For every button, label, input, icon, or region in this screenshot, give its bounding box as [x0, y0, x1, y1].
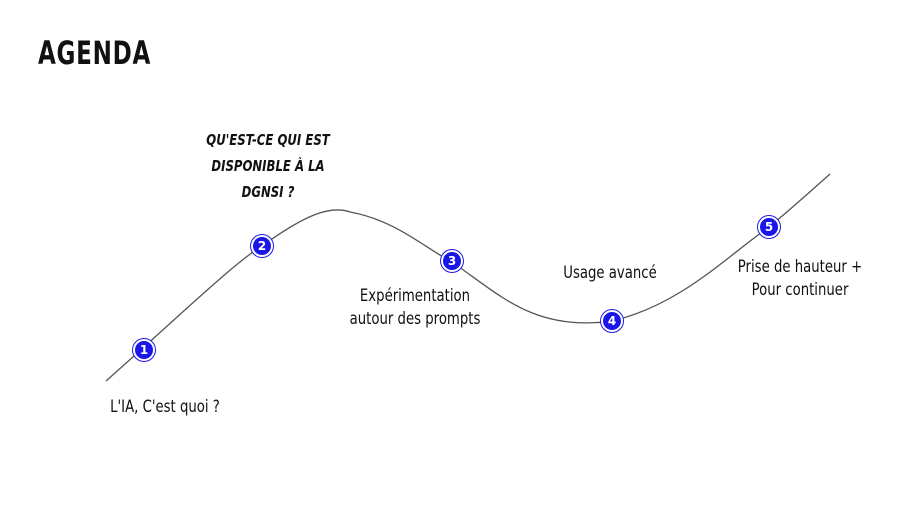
step-5-marker: 5 [758, 216, 780, 238]
step-4-marker: 4 [601, 310, 623, 332]
step-1-label: L'IA, C'est quoi ? [83, 396, 247, 419]
step-5-label: Prise de hauteur + Pour continuer [722, 256, 878, 302]
step-1-label-line-1: L'IA, C'est quoi ? [110, 397, 220, 417]
step-3-label-line-1: Expérimentation [359, 286, 471, 306]
step-1-marker: 1 [133, 339, 155, 361]
step-2-label: QU'EST-CE QUI EST DISPONIBLE À LA DGNSI … [190, 127, 346, 205]
step-3-label-line-2: autour des prompts [349, 309, 481, 329]
step-2-label-line-3: DGNSI ? [241, 183, 295, 201]
step-2-label-line-2: DISPONIBLE À LA [211, 157, 325, 175]
step-2-label-line-1: QU'EST-CE QUI EST [206, 131, 330, 149]
step-3-marker: 3 [441, 250, 463, 272]
step-4-label-line-1: Usage avancé [563, 263, 657, 283]
step-3-label: Expérimentation autour des prompts [337, 285, 493, 331]
step-2-marker: 2 [251, 235, 273, 257]
page-title: AGENDA [38, 34, 152, 72]
step-5-label-line-1: Prise de hauteur + [737, 257, 863, 277]
step-4-label: Usage avancé [540, 262, 680, 285]
step-5-label-line-2: Pour continuer [751, 280, 849, 300]
